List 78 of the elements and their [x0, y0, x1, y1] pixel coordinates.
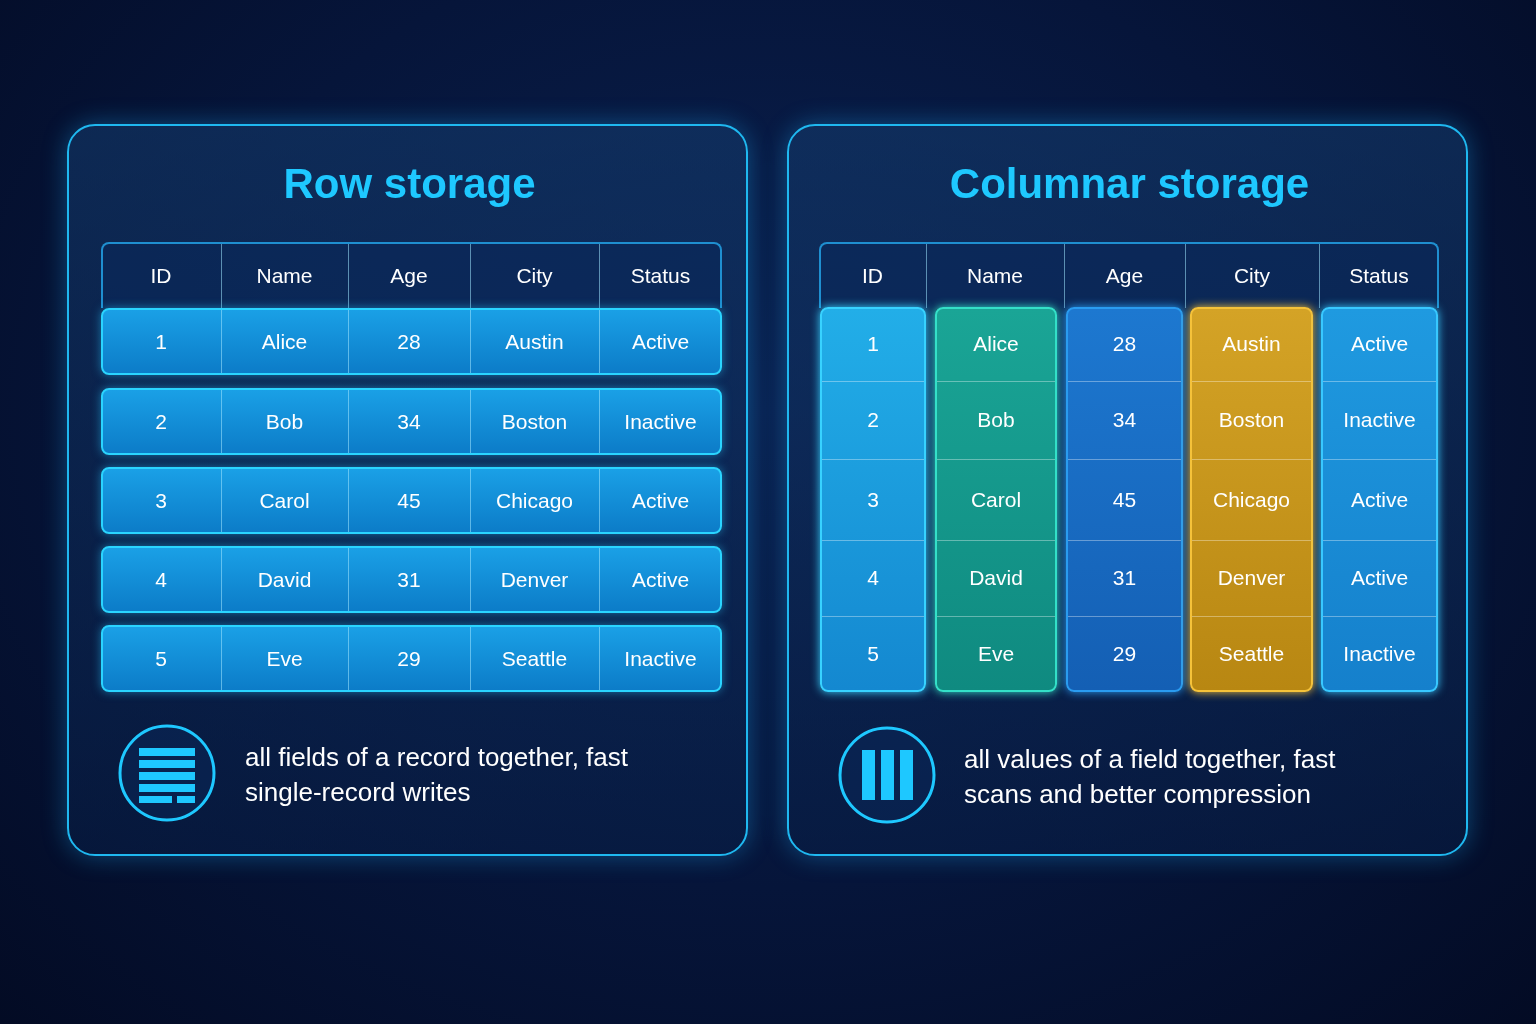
record-row — [101, 308, 722, 375]
column-header: Name — [967, 264, 1023, 288]
cell-value: Bob — [265, 409, 304, 434]
record-row — [101, 388, 722, 455]
cell-value: Carol — [970, 487, 1022, 512]
description-text: all values of a field together, fast scans and better compression — [964, 743, 1337, 811]
cell-value: Austin — [1222, 332, 1281, 356]
column-header: ID — [150, 264, 172, 288]
cell-value: Denver — [500, 567, 569, 592]
table-header — [819, 242, 1439, 308]
column-bar — [1321, 307, 1438, 692]
column-header: ID — [862, 264, 883, 288]
cell-value: 34 — [1112, 408, 1137, 432]
column-header: Status — [1349, 264, 1409, 288]
column-header: Status — [630, 264, 691, 288]
column-header: Name — [256, 264, 313, 288]
cell-value: Eve — [977, 642, 1015, 666]
cell-value: Seattle — [1218, 642, 1285, 666]
cell-value: 5 — [155, 646, 167, 671]
cell-value: Active — [1350, 566, 1409, 590]
column-bar — [935, 307, 1057, 692]
cell-value: 28 — [397, 329, 421, 354]
cell-value: 1 — [155, 329, 167, 354]
cell-value: Chicago — [495, 488, 574, 513]
column-bar — [820, 307, 926, 692]
cell-value: 2 — [867, 408, 879, 432]
cell-value: 28 — [1112, 332, 1137, 356]
cell-value: 29 — [397, 646, 421, 671]
cell-value: 45 — [397, 488, 421, 513]
cell-value: Active — [631, 488, 690, 513]
cell-value: 1 — [867, 332, 879, 356]
cell-value: 5 — [867, 642, 879, 666]
cell-value: Alice — [973, 332, 1019, 356]
cell-value: 3 — [155, 488, 167, 513]
cell-value: Eve — [266, 646, 303, 671]
cell-value: Seattle — [501, 646, 568, 671]
cell-value: 31 — [397, 567, 421, 592]
column-bar — [1066, 307, 1183, 692]
cell-value: 45 — [1112, 487, 1137, 512]
cell-value: 2 — [155, 409, 167, 434]
cell-value: Bob — [977, 408, 1015, 432]
cell-value: Chicago — [1212, 487, 1291, 512]
column-header: City — [1233, 264, 1271, 288]
cell-value: 31 — [1112, 566, 1137, 590]
cell-value: Inactive — [624, 409, 697, 434]
record-row — [101, 625, 722, 692]
cell-value: 4 — [867, 566, 879, 590]
cell-value: 4 — [155, 567, 167, 592]
cell-value: Carol — [259, 488, 310, 513]
record-row — [101, 467, 722, 534]
column-bar — [1190, 307, 1313, 692]
cell-value: Active — [1350, 332, 1409, 356]
table-header — [101, 242, 722, 308]
cell-value: Alice — [261, 329, 308, 354]
cell-value: David — [969, 566, 1023, 590]
cell-value: David — [257, 567, 312, 592]
cell-value: 34 — [397, 409, 421, 434]
cell-value: Boston — [1218, 408, 1285, 432]
panel-title: Row storage — [282, 160, 537, 208]
cell-value: Active — [631, 329, 690, 354]
cell-value: Boston — [501, 409, 568, 434]
cell-value: Inactive — [1343, 642, 1416, 666]
cell-value: Austin — [505, 329, 564, 354]
record-row — [101, 546, 722, 613]
column-header: City — [516, 264, 553, 288]
cell-value: Inactive — [1343, 408, 1416, 432]
cell-value: 29 — [1112, 642, 1137, 666]
cell-value: Denver — [1217, 566, 1286, 590]
cell-value: 3 — [867, 487, 879, 512]
panel-title: Columnar storage — [948, 160, 1311, 208]
description-text: all fields of a record together, fast single-record writes — [245, 741, 629, 809]
cell-value: Inactive — [624, 646, 697, 671]
cell-value: Active — [1350, 487, 1409, 512]
column-header: Age — [390, 264, 428, 288]
storage-panel — [67, 124, 748, 856]
storage-panel — [787, 124, 1468, 856]
column-header: Age — [1105, 264, 1144, 288]
cell-value: Active — [631, 567, 690, 592]
